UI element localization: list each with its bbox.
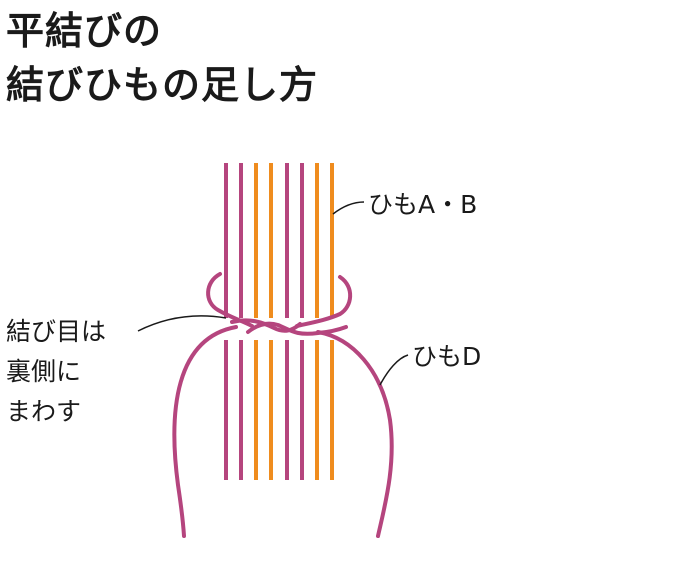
leader-knot bbox=[137, 315, 227, 332]
label-cord-d: ひもD bbox=[412, 342, 481, 371]
cord-d-right-loop bbox=[295, 275, 353, 328]
cord-d-left-loop bbox=[206, 272, 254, 328]
lower-cords bbox=[224, 340, 334, 480]
title-line-2: 結びひもの足し方 bbox=[6, 63, 319, 107]
cord-d-right-end bbox=[316, 330, 394, 538]
cord-d bbox=[172, 272, 394, 538]
cord-d-knot-lower bbox=[246, 321, 348, 336]
label-knot-line-1: 結び目は bbox=[6, 317, 106, 346]
leader-cords-ab bbox=[332, 201, 365, 215]
leader-cord-d bbox=[379, 354, 409, 386]
label-knot-line-3: まわす bbox=[6, 397, 81, 426]
cord-d-left-end bbox=[172, 325, 238, 538]
title-line-1: 平結びの bbox=[6, 9, 163, 53]
label-cords-ab: ひもA・B bbox=[368, 190, 477, 219]
upper-cords bbox=[224, 163, 334, 318]
page-title: 平結びの 結びひもの足し方 bbox=[6, 4, 318, 112]
leader-lines bbox=[137, 201, 409, 386]
label-knot-line-2: 裏側に bbox=[6, 357, 81, 386]
cord-d-knot-upper bbox=[230, 318, 302, 333]
